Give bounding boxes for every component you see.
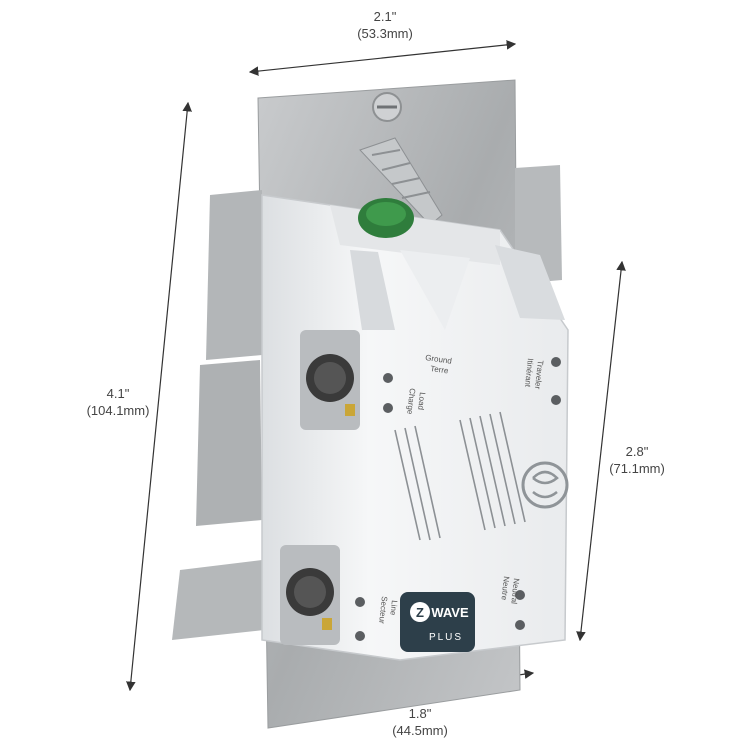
zwave-plus-badge: Z WAVE PLUS [400, 592, 475, 652]
dimension-right-inches: 2.8" [625, 444, 649, 459]
threaded-screw [359, 137, 443, 226]
dimension-top-label: 2.1" (53.3mm) [330, 8, 440, 42]
label-charge: Charge [405, 388, 417, 416]
housing-ridge-left [350, 250, 395, 330]
label-ground: Ground [425, 353, 453, 366]
zwave-badge-plus: PLUS [429, 632, 463, 643]
dimension-left-label: 4.1" (104.1mm) [68, 385, 168, 419]
push-in-holes [355, 357, 561, 641]
dimension-top-mm: (53.3mm) [357, 26, 413, 41]
dimension-left-mm: (104.1mm) [86, 403, 150, 418]
label-traveler: Traveler [533, 360, 545, 390]
plate-tab-left-upper [206, 190, 262, 360]
dimension-line-left [126, 101, 192, 692]
label-neutre: Neutre [499, 576, 511, 601]
zwave-badge-wordmark: WAVE [431, 605, 469, 620]
dimension-right-label: 2.8" (71.1mm) [592, 443, 682, 477]
label-itinerant: Itinérant [523, 358, 535, 388]
housing-ridge-right [495, 245, 565, 320]
plate-tab-left-lower [172, 560, 264, 640]
fine-print-texture [394, 411, 526, 541]
dimension-right-mm: (71.1mm) [609, 461, 665, 476]
load-terminal-screw [300, 330, 360, 430]
zwave-badge-letter: Z [416, 605, 424, 620]
dimension-top-inches: 2.1" [373, 9, 397, 24]
dimension-bottom-label: 1.8" (44.5mm) [370, 705, 470, 739]
dimension-bottom-inches: 1.8" [408, 706, 432, 721]
label-load: Load [416, 392, 427, 411]
dimension-left-inches: 4.1" [106, 386, 130, 401]
dimension-line-right [576, 260, 626, 642]
label-neutral: Neutral [509, 578, 521, 605]
label-secteur: Secteur [377, 596, 389, 625]
plate-tab-left-middle [196, 360, 262, 526]
dimension-line-top [248, 40, 517, 76]
label-line: Line [388, 600, 399, 617]
label-terre: Terre [430, 364, 450, 376]
line-terminal-screw [280, 545, 340, 645]
ge-logo-icon [521, 461, 569, 509]
housing-center-wedge [400, 250, 470, 330]
dimension-bottom-mm: (44.5mm) [392, 723, 448, 738]
